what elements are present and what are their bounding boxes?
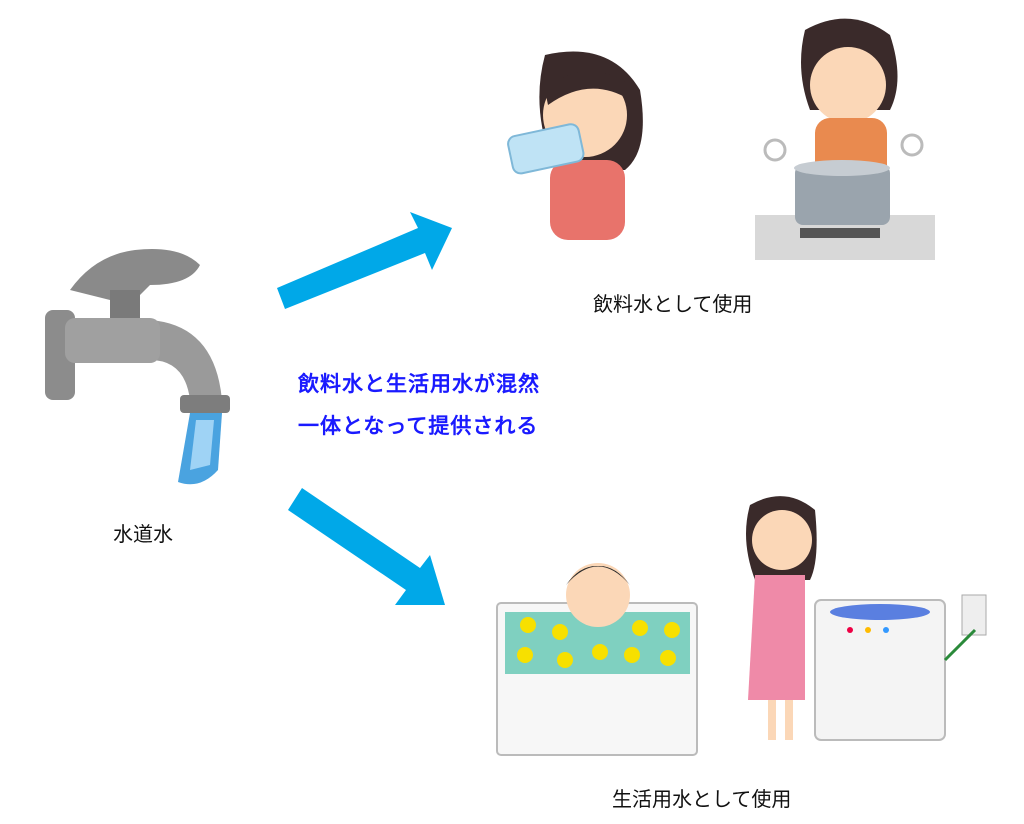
faucet-icon [45,249,230,485]
center-text-line2: 一体となって提供される [298,414,539,438]
center-text-line1: 飲料水と生活用水が混然 [298,372,540,396]
arrow-to-domestic [288,488,445,605]
woman-drinking-illustration [507,51,643,240]
woman-cooking-illustration [755,18,935,260]
domestic-label: 生活用水として使用 [612,787,792,811]
washing-machine-icon [814,594,987,741]
child-bathing-illustration [496,563,698,756]
source-label: 水道水 [113,522,173,546]
woman-laundry-illustration [746,496,817,740]
drinking-label: 飲料水として使用 [593,292,753,316]
arrow-to-drinking [277,212,452,309]
